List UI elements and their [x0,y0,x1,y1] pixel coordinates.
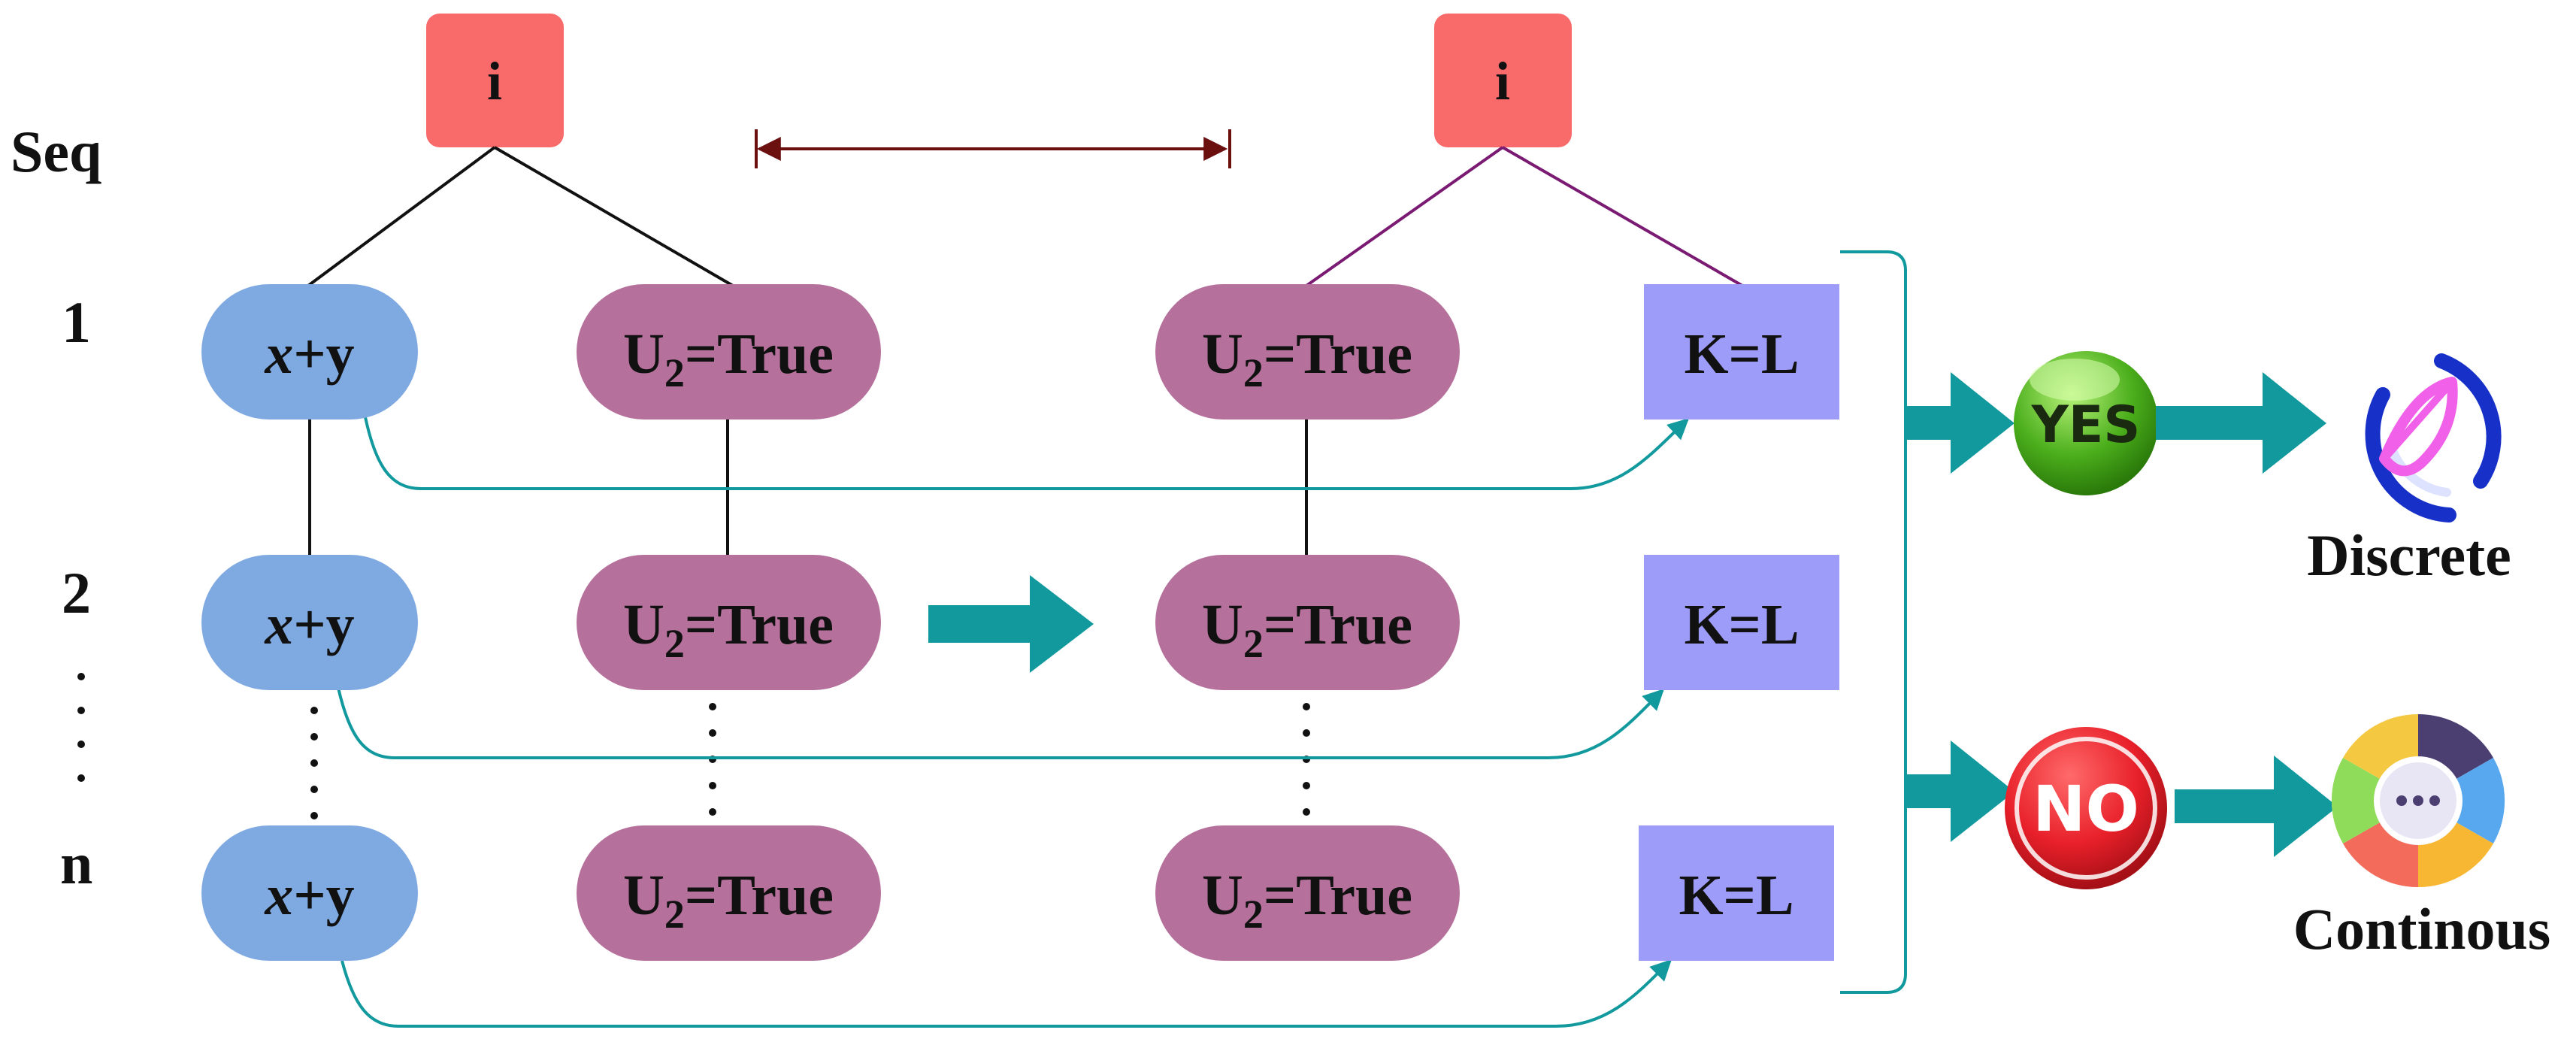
yes-label: YES [2031,395,2141,455]
k-box-row2-label: K=L [1684,593,1799,656]
no-label: NO [2033,772,2139,846]
u-node-row1-right-label: U2=True [1202,323,1412,395]
transform-arrow [928,575,1094,673]
continuous-icon [2331,713,2505,887]
link-arrow-row2 [337,687,1664,759]
no-badge: NO [2005,727,2167,889]
tree-line [307,146,496,287]
seq-header: Seq [11,119,101,184]
index-box-right [1434,14,1572,147]
sum-node-rown-label: x+y [264,864,354,927]
sum-node-row2-label: x+y [264,593,354,656]
sum-node-row1 [201,284,418,419]
u-node-rown-right-label: U2=True [1202,864,1412,937]
tree-line [493,146,734,287]
branch-arrow-yes [1906,372,2014,474]
u-node-row1-right [1155,284,1460,419]
u-node-row2-left-label: U2=True [623,593,834,666]
k-box-row2 [1644,555,1839,690]
tree-line-purple [1305,146,1504,287]
result-arrow-continuous [2175,756,2338,857]
u-node-row2-right-label: U2=True [1202,593,1412,666]
u-node-rown-left-label: U2=True [623,864,834,937]
k-box-row1-label: K=L [1684,323,1799,386]
sum-node-rown [201,825,418,961]
result-arrow-discrete [2156,372,2326,474]
row-label-2: 2 [62,560,91,625]
link-arrow-row3 [341,959,1672,1028]
branch-arrow-no [1906,741,2014,842]
sum-node-row2 [201,555,418,690]
right-bracket [1840,250,1907,994]
index-label-right: i [1495,51,1510,111]
span-arrow [755,129,1231,168]
continuous-label: Continous [2293,896,2550,962]
vertical-ellipsis [310,703,1310,819]
k-box-row1 [1644,284,1839,419]
sum-node-row1-label: x+y [264,323,354,386]
link-arrow-row1 [364,416,1690,490]
u-node-rown-left [577,825,881,961]
row-label-n: n [60,831,92,896]
u-node-row2-left [577,555,881,690]
tree-line-purple [1502,146,1743,287]
u-node-row1-left [577,284,881,419]
k-box-rown [1639,825,1834,961]
yes-badge: YES [2014,351,2158,495]
row-ellipsis [77,673,85,782]
u-node-row2-right [1155,555,1460,690]
row-label-1: 1 [62,289,91,355]
k-box-rown-label: K=L [1678,864,1794,927]
u-node-rown-right [1155,825,1460,961]
index-label-left: i [487,51,502,111]
discrete-label: Discrete [2307,522,2511,588]
index-box-left [426,14,564,147]
u-node-row1-left-label: U2=True [623,323,834,395]
discrete-icon [2365,353,2502,522]
